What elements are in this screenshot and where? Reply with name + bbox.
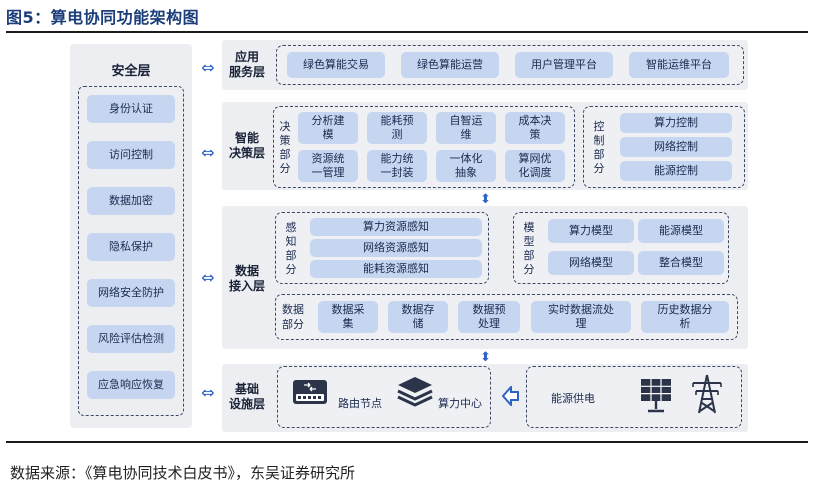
sensing-item: 网络资源感知 (310, 239, 482, 257)
sensing-part-box: 感知部分 算力资源感知 网络资源感知 能耗资源感知 (275, 212, 489, 284)
data-item: 数据预处理 (458, 301, 520, 333)
double-arrow-icon: ⇔ (201, 58, 215, 77)
control-part-label: 控制部分 (593, 120, 605, 175)
sensing-item: 能耗资源感知 (310, 260, 482, 278)
decision-item: 能力统一封装 (367, 150, 427, 182)
security-layer-title: 安全层 (111, 64, 151, 79)
decision-layer: 智能 决策层 决策部分 分析建模 能耗预测 自智运维 成本决策 资源统一管理 能… (222, 102, 748, 190)
double-arrow-icon: ⇔ (201, 268, 215, 287)
data-item: 实时数据流处理 (531, 301, 631, 333)
application-item: 用户管理平台 (515, 52, 613, 78)
model-item: 算力模型 (548, 219, 634, 243)
sensing-item: 算力资源感知 (310, 218, 482, 236)
decision-item: 算网优化调度 (505, 150, 565, 182)
security-item: 身份认证 (87, 95, 175, 123)
security-item: 网络安全防护 (87, 279, 175, 307)
sensing-part-label: 感知部分 (285, 221, 297, 276)
energy-supply-label: 能源供电 (551, 392, 595, 405)
model-item: 能源模型 (638, 219, 724, 243)
infrastructure-layer: 基础 设施层 路由节点 算力中心 (222, 364, 748, 432)
application-item: 智能运维平台 (629, 52, 729, 78)
application-layer: 应用 服务层 绿色算能交易 绿色算能运营 用户管理平台 智能运维平台 (222, 40, 748, 90)
double-arrow-icon: ⇔ (201, 143, 215, 162)
router-icon (293, 380, 327, 404)
figure-title: 图5：算电协同功能架构图 (6, 8, 200, 27)
control-part-box: 控制部分 算力控制 网络控制 能源控制 (583, 106, 745, 188)
access-layer-label: 数据 接入层 (228, 264, 265, 293)
power-tower-icon (692, 374, 722, 414)
architecture-diagram: 安全层 身份认证 访问控制 数据加密 隐私保护 网络安全防护 风险评估检测 应急… (70, 40, 748, 432)
security-items-box: 身份认证 访问控制 数据加密 隐私保护 网络安全防护 风险评估检测 应急响应恢复 (78, 86, 184, 416)
double-arrow-icon: ⇔ (201, 383, 215, 402)
compute-infrastructure-box: 路由节点 算力中心 (277, 366, 491, 428)
control-item: 算力控制 (620, 113, 732, 133)
vertical-double-arrow-icon: ⬍ (480, 350, 491, 365)
decision-item: 能耗预测 (367, 112, 427, 144)
model-part-label: 模型部分 (523, 221, 535, 276)
application-items-box: 绿色算能交易 绿色算能运营 用户管理平台 智能运维平台 (276, 45, 744, 85)
compute-center-label: 算力中心 (438, 397, 482, 410)
vertical-double-arrow-icon: ⬍ (480, 192, 491, 207)
decision-item: 分析建模 (298, 112, 358, 144)
energy-supply-box: 能源供电 (526, 366, 742, 428)
security-item: 访问控制 (87, 141, 175, 169)
decision-part-label: 决策部分 (279, 120, 291, 175)
decision-item: 成本决策 (505, 112, 565, 144)
figure-source: 数据来源：《算电协同技术白皮书》，东吴证券研究所 (10, 464, 356, 482)
router-node-label: 路由节点 (338, 397, 382, 410)
model-item: 网络模型 (548, 251, 634, 275)
left-arrow-icon (502, 386, 519, 406)
data-item: 历史数据分析 (641, 301, 729, 333)
application-item: 绿色算能运营 (401, 52, 499, 78)
decision-item: 自智运维 (436, 112, 496, 144)
decision-item: 资源统一管理 (298, 150, 358, 182)
bottom-rule (6, 441, 808, 443)
decision-layer-label: 智能 决策层 (228, 131, 265, 160)
infrastructure-layer-label: 基础 设施层 (228, 382, 265, 411)
data-item: 数据采集 (318, 301, 378, 333)
security-item: 数据加密 (87, 187, 175, 215)
decision-part-box: 决策部分 分析建模 能耗预测 自智运维 成本决策 资源统一管理 能力统一封装 一… (273, 106, 575, 188)
data-part-label: 数据 部分 (282, 303, 304, 331)
data-part-box: 数据 部分 数据采集 数据存储 数据预处理 实时数据流处理 历史数据分析 (275, 294, 738, 340)
security-item: 应急响应恢复 (87, 371, 175, 399)
security-item: 隐私保护 (87, 233, 175, 261)
layers-icon (397, 377, 433, 407)
decision-item: 一体化抽象 (436, 150, 496, 182)
security-item: 风险评估检测 (87, 325, 175, 353)
top-rule (6, 31, 808, 33)
control-item: 网络控制 (620, 137, 732, 157)
data-item: 数据存储 (388, 301, 448, 333)
application-layer-label: 应用 服务层 (228, 50, 265, 79)
application-item: 绿色算能交易 (287, 52, 385, 78)
model-item: 整合模型 (638, 251, 724, 275)
security-layer: 安全层 身份认证 访问控制 数据加密 隐私保护 网络安全防护 风险评估检测 应急… (70, 44, 192, 428)
model-part-box: 模型部分 算力模型 能源模型 网络模型 整合模型 (513, 212, 729, 284)
solar-panel-icon (641, 379, 671, 413)
access-layer: 数据 接入层 感知部分 算力资源感知 网络资源感知 能耗资源感知 模型部分 算力… (222, 206, 748, 349)
control-item: 能源控制 (620, 161, 732, 181)
